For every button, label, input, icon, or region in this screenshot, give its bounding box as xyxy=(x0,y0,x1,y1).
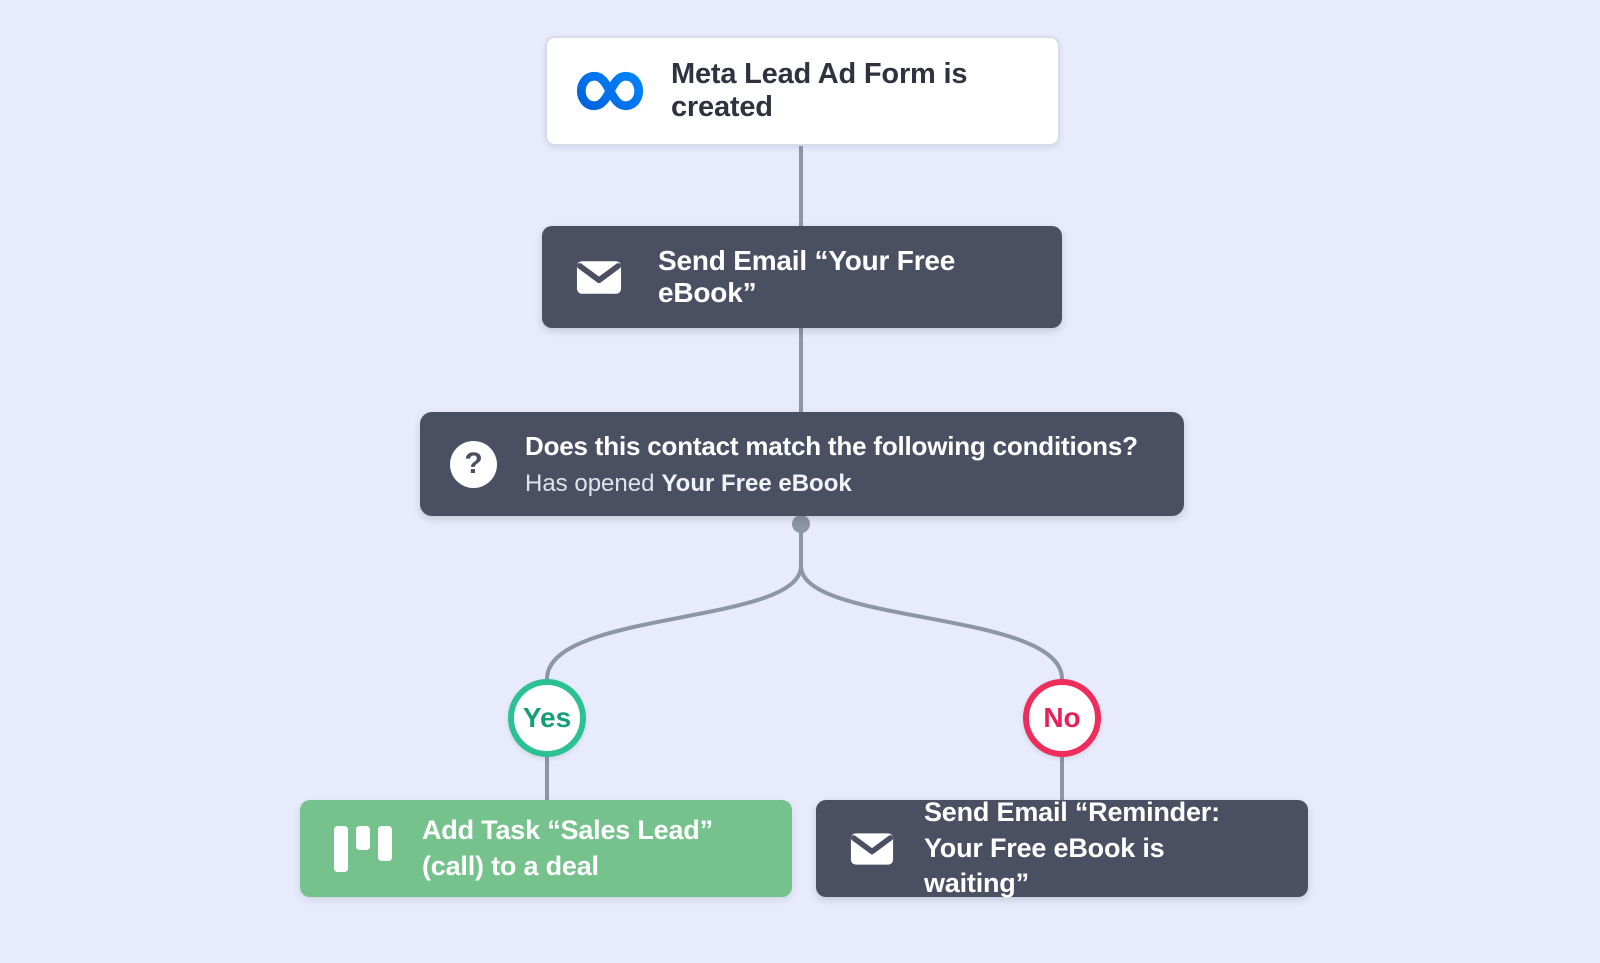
add-task-label: Add Task “Sales Lead” (call) to a deal xyxy=(422,814,713,881)
kanban-board-icon xyxy=(334,825,392,872)
trigger-label: Meta Lead Ad Form is created xyxy=(671,58,968,123)
condition-title: Does this contact match the following co… xyxy=(525,430,1138,461)
send-email-node[interactable]: Send Email “Your Free eBook” xyxy=(542,226,1062,328)
yes-branch-badge[interactable]: Yes xyxy=(508,679,586,757)
branch-point-dot xyxy=(792,515,810,533)
reminder-email-label: Send Email “Reminder: Your Free eBook is… xyxy=(924,796,1220,899)
condition-text: Does this contact match the following co… xyxy=(525,431,1138,498)
no-branch-badge[interactable]: No xyxy=(1023,679,1101,757)
add-task-node[interactable]: Add Task “Sales Lead” (call) to a deal xyxy=(300,800,792,897)
envelope-icon xyxy=(850,832,894,866)
condition-node[interactable]: ? Does this contact match the following … xyxy=(420,412,1184,516)
yes-label: Yes xyxy=(522,702,572,733)
condition-value: Your Free eBook xyxy=(661,469,852,497)
question-mark-icon: ? xyxy=(450,440,497,488)
condition-prefix: Has opened xyxy=(525,469,655,497)
edge-branch-no xyxy=(799,522,1064,681)
meta-logo-icon xyxy=(575,68,645,114)
edge-branch-yes xyxy=(545,522,803,681)
trigger-node[interactable]: Meta Lead Ad Form is created xyxy=(545,36,1060,146)
send-email-label: Send Email “Your Free eBook” xyxy=(658,245,956,308)
no-label: No xyxy=(1043,702,1081,733)
envelope-icon xyxy=(576,260,622,295)
reminder-email-node[interactable]: Send Email “Reminder: Your Free eBook is… xyxy=(816,797,1308,898)
